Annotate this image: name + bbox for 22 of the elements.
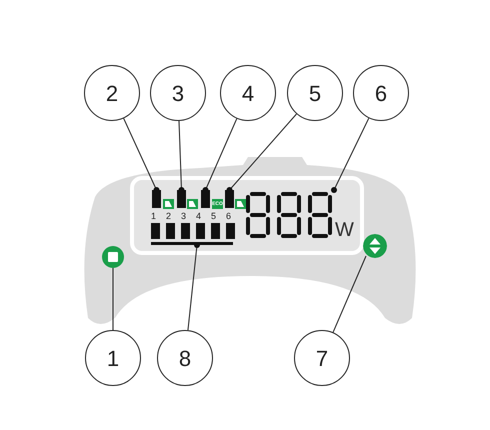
level-number: 6 [226,212,232,221]
level-scale-line [151,242,233,245]
indicator-bar [225,190,234,208]
leader-line [226,114,297,193]
leader-line [178,120,184,193]
level-number: 1 [151,212,156,221]
leader-line [112,268,114,330]
indicator-bar [177,190,186,208]
leader-line [332,256,366,333]
watt-unit: W [335,220,354,240]
leader-line [187,242,200,331]
level-number: 4 [196,212,202,221]
indicator-bar [201,190,210,208]
up-down-button [363,234,387,258]
level-number: 5 [211,212,216,221]
leader-line [202,118,238,193]
leader-line [123,118,160,193]
level-number: 3 [181,212,186,221]
indicator-bar [152,190,161,208]
leader-line [331,118,370,193]
level-number: 2 [166,212,172,221]
seven-segment-display [246,190,334,240]
